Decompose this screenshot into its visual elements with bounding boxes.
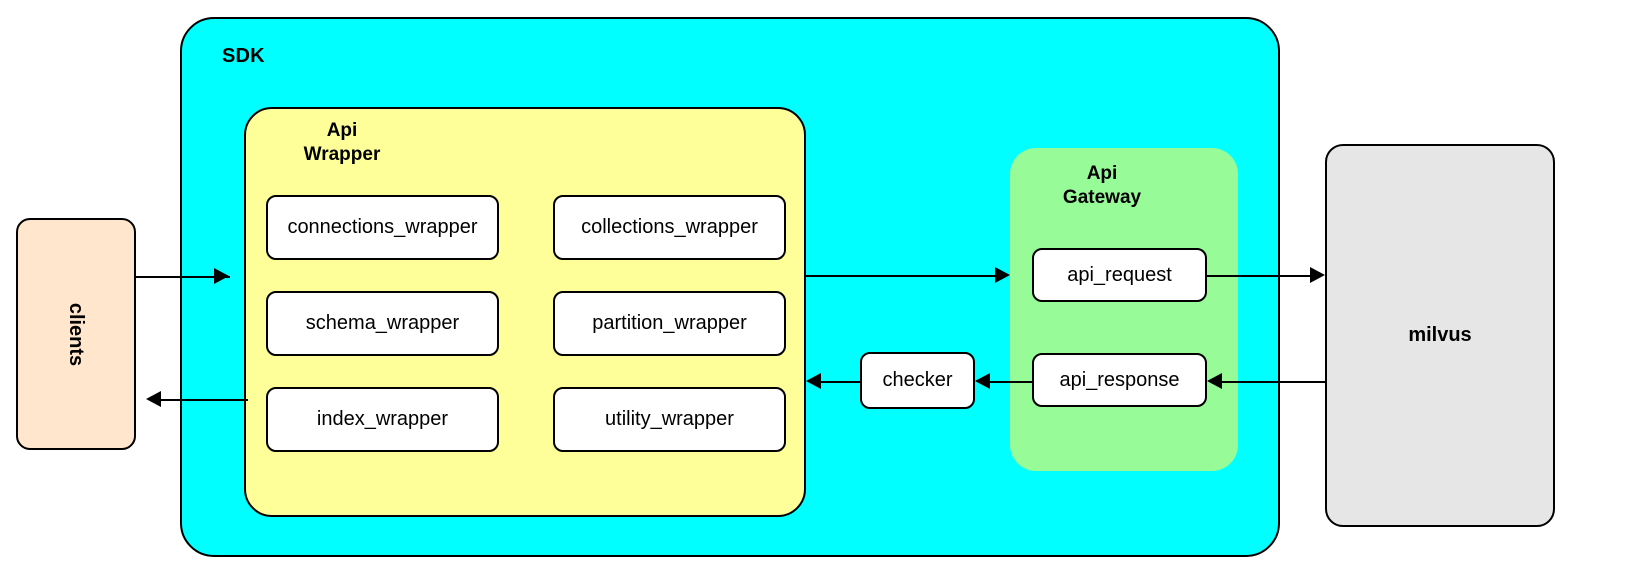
wrapper-box-label: collections_wrapper xyxy=(581,216,758,238)
api-wrapper-label: Api Wrapper xyxy=(303,120,381,165)
arrowhead-checker-to-api-wrapper-icon xyxy=(806,373,821,389)
clients-box[interactable]: clients xyxy=(16,218,136,450)
edge-api-response-to-checker xyxy=(990,381,1032,383)
edge-checker-to-api-wrapper xyxy=(820,381,860,383)
arrowhead-api-wrapper-to-clients-icon xyxy=(146,391,161,407)
clients-label: clients xyxy=(65,302,88,366)
milvus-box[interactable]: milvus xyxy=(1325,144,1555,527)
arrowhead-api-response-to-checker-icon xyxy=(975,373,990,389)
arrowhead-milvus-to-api-response-icon xyxy=(1207,373,1222,389)
edge-milvus-to-api-response xyxy=(1214,381,1325,383)
milvus-label: milvus xyxy=(1408,324,1472,346)
edge-api-wrapper-to-api-gateway xyxy=(806,275,1002,277)
sdk-label: SDK xyxy=(222,45,265,67)
gateway-box-label: api_response xyxy=(1059,368,1180,391)
edge-api-request-to-milvus xyxy=(1207,275,1318,277)
wrapper-box-utility[interactable]: utility_wrapper xyxy=(553,387,786,452)
checker-box[interactable]: checker xyxy=(860,352,975,409)
gateway-box-api-request[interactable]: api_request xyxy=(1032,248,1207,302)
gateway-box-api-response[interactable]: api_response xyxy=(1032,353,1207,407)
wrapper-box-partition[interactable]: partition_wrapper xyxy=(553,291,786,356)
wrapper-box-label: utility_wrapper xyxy=(605,408,734,430)
wrapper-box-index[interactable]: index_wrapper xyxy=(266,387,499,452)
api-gateway-label: Api Gateway xyxy=(1062,163,1142,208)
arrowhead-api-request-to-milvus-icon xyxy=(1310,267,1325,283)
gateway-box-label: api_request xyxy=(1067,263,1172,286)
wrapper-box-label: index_wrapper xyxy=(316,408,449,430)
edge-clients-to-api-wrapper xyxy=(136,276,230,278)
arrowhead-api-wrapper-to-api-gateway-icon xyxy=(995,267,1010,283)
checker-label: checker xyxy=(882,369,953,391)
wrapper-box-label: schema_wrapper xyxy=(305,312,460,334)
wrapper-box-collections[interactable]: collections_wrapper xyxy=(553,195,786,260)
wrapper-box-label: partition_wrapper xyxy=(592,312,747,334)
wrapper-box-label: connections_wrapper xyxy=(287,216,478,238)
arrowhead-clients-to-api-wrapper-icon xyxy=(214,268,229,284)
api-gateway-container[interactable]: Api Gateway xyxy=(1010,148,1238,471)
edge-api-wrapper-to-clients xyxy=(160,399,248,401)
wrapper-box-schema[interactable]: schema_wrapper xyxy=(266,291,499,356)
wrapper-box-connections[interactable]: connections_wrapper xyxy=(266,195,499,260)
